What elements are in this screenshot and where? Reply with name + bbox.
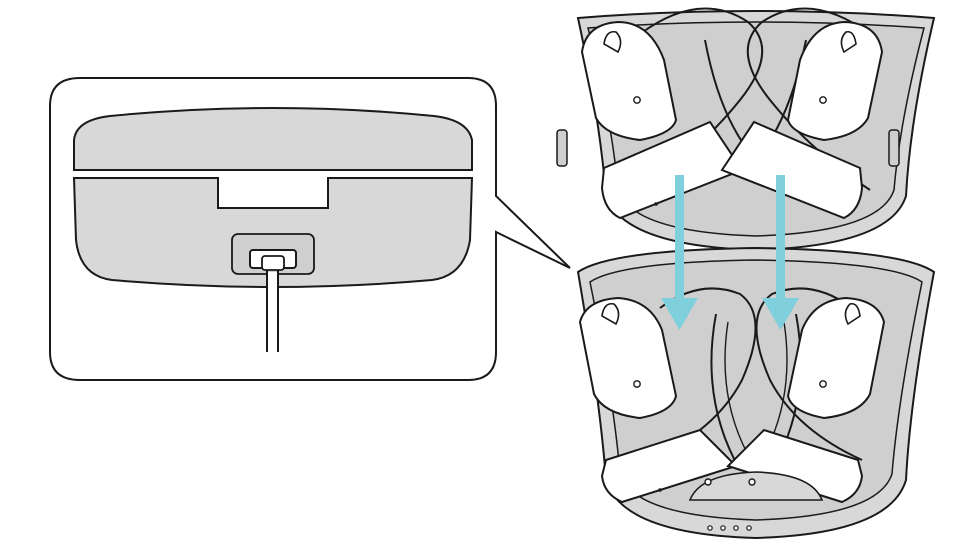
usb-cable (266, 270, 279, 352)
placement-arrows (661, 175, 799, 330)
left-earbud (578, 296, 678, 420)
right-earbud (786, 296, 886, 420)
indicator-lights (707, 525, 752, 531)
left-arrow (661, 175, 698, 330)
right-arrow (762, 175, 799, 330)
case-base (576, 202, 936, 540)
lid-right-earbud (786, 20, 884, 142)
base-neckband (649, 287, 757, 461)
lid-left-earbud (580, 20, 678, 142)
charging-contacts (688, 471, 824, 501)
closed-case-lid (73, 107, 473, 171)
usb-connector-callout (49, 77, 571, 381)
case-lid-open (556, 7, 936, 252)
closed-case-base (72, 177, 474, 288)
